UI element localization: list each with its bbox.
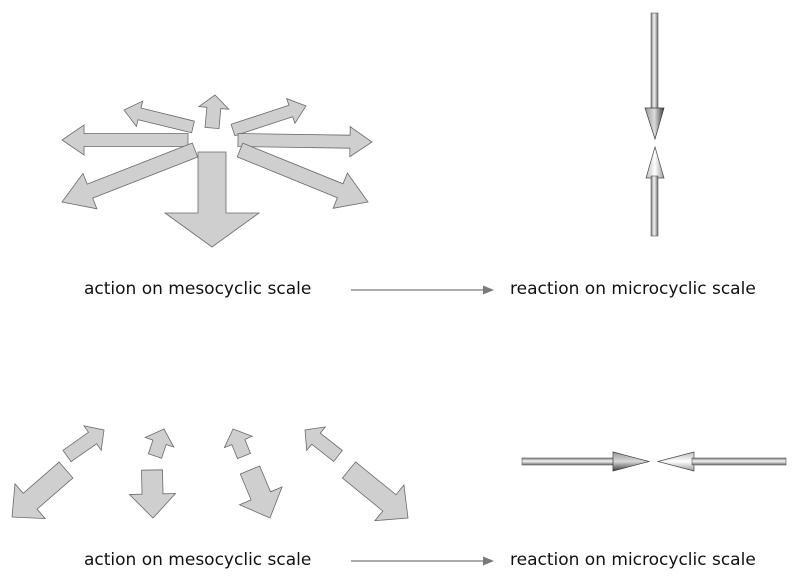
- reaction-caption: reaction on microcyclic scale: [510, 279, 756, 299]
- up-arrowhead-icon: [645, 145, 665, 179]
- flat-arrow-icon: [236, 142, 369, 209]
- flat-arrow-icon: [128, 469, 177, 519]
- right-rod-shaft: [691, 457, 787, 466]
- flat-arrow-icon: [197, 94, 230, 130]
- flat-arrow-icon: [61, 124, 189, 156]
- action-caption: action on mesocyclic scale: [84, 279, 312, 299]
- radial-arrow-group: [61, 94, 373, 248]
- flat-arrow-icon: [223, 428, 254, 460]
- flat-arrow-icon: [144, 428, 175, 459]
- flat-arrow-icon: [341, 461, 409, 522]
- left-arrowhead-icon: [656, 451, 695, 472]
- connector-arrow-bottom: [351, 556, 494, 566]
- lateral-arrow-group: [11, 425, 409, 522]
- left-rod-shaft: [521, 457, 617, 466]
- vertical-rods: [644, 12, 665, 237]
- flat-arrow-icon: [61, 142, 199, 210]
- connector-arrow-top: [351, 285, 494, 295]
- right-arrowhead-icon: [612, 451, 651, 472]
- flat-arrow-icon: [62, 425, 105, 463]
- connector-arrowhead-icon: [483, 285, 494, 295]
- flat-arrow-icon: [304, 426, 343, 463]
- reaction-caption: reaction on microcyclic scale: [510, 550, 756, 570]
- down-arrowhead-icon: [644, 107, 665, 141]
- flat-arrow-icon: [163, 151, 261, 248]
- flat-arrow-icon: [230, 97, 307, 137]
- connector-arrowhead-icon: [483, 556, 494, 566]
- lower-rod-shaft: [650, 175, 659, 237]
- flat-arrow-icon: [238, 465, 283, 519]
- horizontal-rods: [521, 451, 787, 472]
- flat-arrow-icon: [237, 125, 373, 158]
- flat-arrow-icon: [123, 100, 195, 134]
- upper-rod-shaft: [650, 12, 659, 112]
- flat-arrow-icon: [11, 461, 74, 520]
- action-caption: action on mesocyclic scale: [84, 550, 312, 570]
